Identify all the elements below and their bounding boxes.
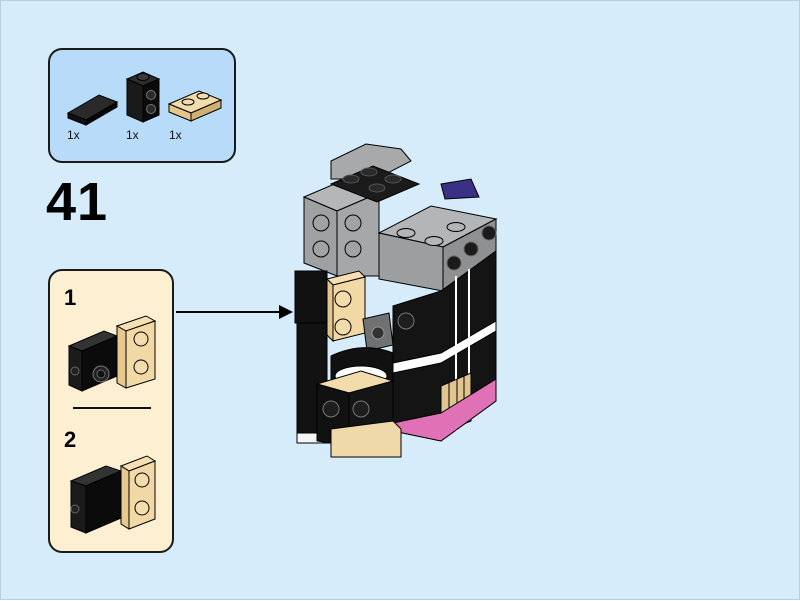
substep-2-illustration [69, 455, 157, 534]
black-tile-1x2-icon [66, 94, 119, 126]
part-qty: 1x [67, 128, 80, 142]
substep-1-illustration [67, 315, 157, 392]
black-brick-1x1-side-studs-icon [125, 71, 161, 123]
substep-number: 2 [64, 427, 77, 452]
part-qty: 1x [126, 128, 139, 142]
substep-number: 1 [64, 285, 77, 310]
purple-brick [440, 178, 480, 200]
substep-divider [73, 407, 151, 409]
part-qty: 1x [169, 128, 182, 142]
tan-plate-1x2-icon [167, 90, 223, 122]
step-number: 41 [46, 172, 109, 232]
